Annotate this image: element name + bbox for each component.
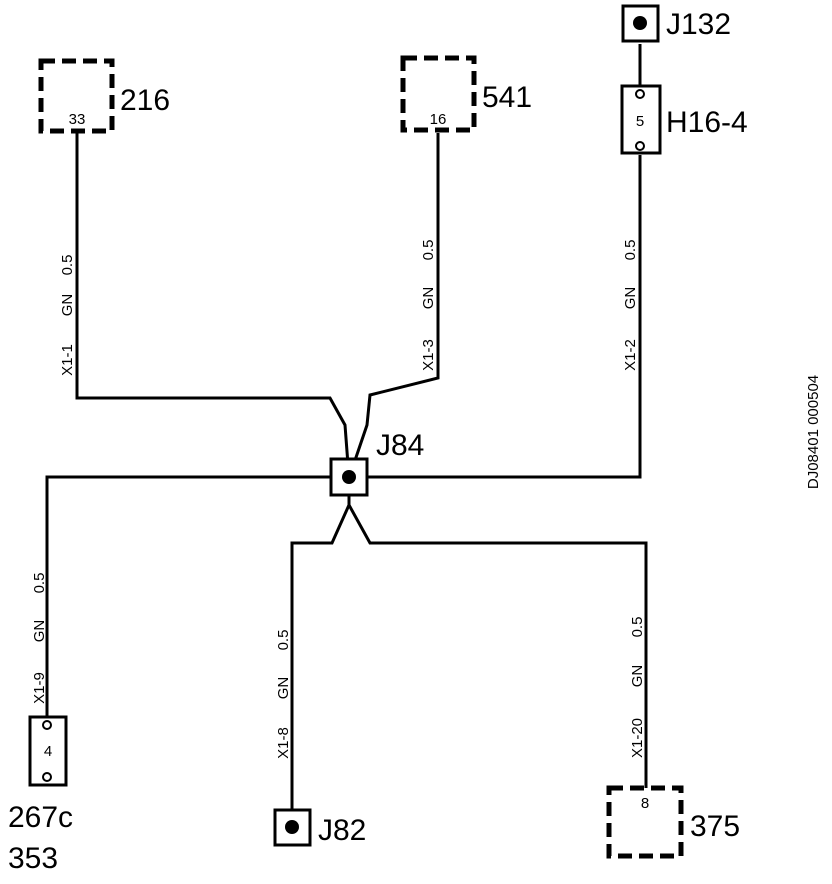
connector-h16-4-pin-top <box>635 89 645 99</box>
wire-h164-id-group: X1-2 <box>622 339 639 371</box>
wire-541-id: X1-3 <box>420 339 437 371</box>
component-541-box <box>400 55 477 133</box>
wire-267c-color: GN <box>31 620 48 643</box>
component-353-label: 353 <box>8 842 58 875</box>
component-267c-pin: 4 <box>44 743 52 760</box>
wire-267c-size: 0.5 <box>31 573 48 594</box>
splice-j84-label: J84 <box>376 429 424 462</box>
wire-375-id: X1-20 <box>629 718 646 758</box>
wire-541-size-group: 0.5 <box>420 240 437 261</box>
wire-j82-to-j84 <box>290 478 351 810</box>
connector-j82: J82 <box>273 808 366 847</box>
wire-267c-to-j84 <box>45 475 349 717</box>
wire-j82-id: X1-8 <box>275 727 292 759</box>
component-541-pin: 16 <box>430 111 447 128</box>
component-267c-pin-top <box>42 720 52 730</box>
wire-267c-id-group: X1-9 <box>31 672 48 704</box>
wire-267c-id: X1-9 <box>31 672 48 704</box>
wire-267c-size-group: 0.5 <box>31 573 48 594</box>
wire-j82-color-group: GN <box>275 677 292 700</box>
wire-375-size: 0.5 <box>629 617 646 638</box>
wire-375-to-j84 <box>347 478 648 788</box>
wire-h164-to-j84 <box>349 155 642 479</box>
wire-j82-color: GN <box>275 677 292 700</box>
component-541-label: 541 <box>482 81 532 114</box>
wire-216-size: 0.5 <box>59 255 76 276</box>
component-216-box <box>38 58 115 134</box>
splice-j84: J84 <box>329 429 424 497</box>
wire-375-size-group: 0.5 <box>629 617 646 638</box>
component-267c-label: 267c <box>8 801 73 834</box>
connector-h16-4-pin: 5 <box>636 113 644 130</box>
wire-h164-size-group: 0.5 <box>622 240 639 261</box>
doc-id-group: DJ08401 000504 <box>805 375 822 489</box>
connector-j82-dot <box>285 820 299 834</box>
component-216-pin: 33 <box>69 111 86 128</box>
document-id: DJ08401 000504 <box>805 375 822 489</box>
component-267c: 4 267c 353 <box>8 715 73 875</box>
wire-j82-size: 0.5 <box>275 630 292 651</box>
wire-216-id-group: X1-1 <box>59 344 76 376</box>
wire-375-id-group: X1-20 <box>629 718 646 758</box>
wire-541-size: 0.5 <box>420 240 437 261</box>
component-541: 16 541 <box>400 55 532 133</box>
connector-j132: J132 <box>621 4 731 43</box>
component-267c-pin-bottom <box>42 772 52 782</box>
component-375-label: 375 <box>690 810 740 843</box>
connector-h16-4-pin-bottom <box>635 141 645 151</box>
component-216: 33 216 <box>38 58 170 134</box>
wire-267c-color-group: GN <box>31 620 48 643</box>
component-375-pin: 8 <box>641 795 649 812</box>
connector-j132-label: J132 <box>666 8 731 41</box>
wire-541-color: GN <box>420 287 437 310</box>
wire-h164-color: GN <box>622 287 639 310</box>
wire-216-to-j84 <box>75 133 351 479</box>
component-216-label: 216 <box>120 84 170 117</box>
wire-216-size-group: 0.5 <box>59 255 76 276</box>
wire-j82-id-group: X1-8 <box>275 727 292 759</box>
wire-j82-size-group: 0.5 <box>275 630 292 651</box>
wire-541-to-j84 <box>347 133 440 479</box>
wire-541-color-group: GN <box>420 287 437 310</box>
wire-216-color: GN <box>59 294 76 317</box>
wire-h164-id: X1-2 <box>622 339 639 371</box>
wire-375-color-group: GN <box>629 665 646 688</box>
wire-h164-color-group: GN <box>622 287 639 310</box>
connector-j82-label: J82 <box>318 814 366 847</box>
wire-h164-size: 0.5 <box>622 240 639 261</box>
wire-216-color-group: GN <box>59 294 76 317</box>
wire-541-id-group: X1-3 <box>420 339 437 371</box>
wire-216-id: X1-1 <box>59 344 76 376</box>
wire-375-color: GN <box>629 665 646 688</box>
component-375-box <box>606 785 684 859</box>
connector-j132-dot <box>633 16 647 30</box>
component-375: 8 375 <box>606 785 740 859</box>
connector-h16-4: 5 H16-4 <box>620 84 748 155</box>
connector-h16-4-label: H16-4 <box>666 106 748 139</box>
splice-j84-dot <box>342 470 356 484</box>
